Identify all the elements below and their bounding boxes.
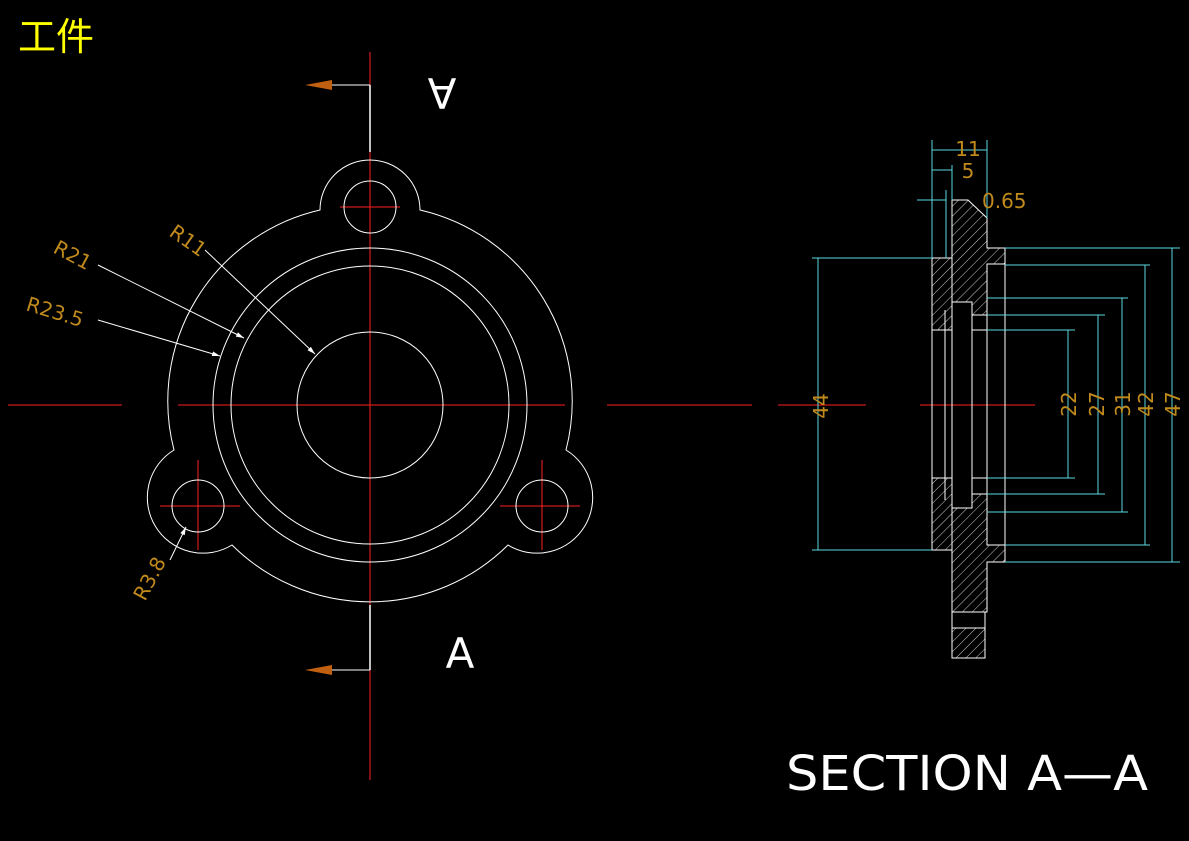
leader-r3-8: [169, 526, 187, 561]
lug-hole-top: [343, 180, 397, 234]
section-cut-top: [305, 80, 371, 152]
dim-5: 5: [962, 159, 975, 183]
flange-outline: [146, 159, 594, 603]
lug-hole-right: [515, 479, 569, 533]
lug-hole-left: [171, 479, 225, 533]
section-label-top: A: [427, 68, 456, 117]
drawing-title: 工件: [18, 15, 95, 59]
dim-0-65: 0.65: [982, 189, 1027, 213]
circle-r21: [230, 265, 510, 545]
section-dimension-lines: [812, 140, 1180, 563]
bore-r11: [296, 331, 444, 479]
section-caption: SECTION A—A: [786, 746, 1148, 802]
section-label-bottom: A: [446, 629, 475, 678]
section-view: 11 5 0.65 44 22 27 31 42 47: [778, 137, 1185, 659]
dim-47: 47: [1161, 391, 1185, 416]
dim-11: 11: [955, 137, 980, 161]
label-r3-8: R3.8: [128, 553, 171, 605]
section-cut-bottom: [305, 605, 371, 675]
leader-r11: [204, 249, 316, 355]
leader-r23-5: [97, 319, 221, 357]
leader-r21: [97, 264, 245, 339]
dim-27: 27: [1085, 391, 1109, 416]
label-r23-5: R23.5: [24, 292, 87, 332]
section-hatch: [931, 199, 1006, 659]
label-r21: R21: [50, 235, 96, 275]
dim-44: 44: [809, 393, 833, 418]
circle-r23-5: [212, 247, 528, 563]
dim-42: 42: [1134, 391, 1158, 416]
dim-22: 22: [1057, 391, 1081, 416]
front-view: A A R11 R21 R23.5 R3.8: [8, 52, 752, 780]
section-outlines: [931, 258, 1006, 628]
dim-31: 31: [1111, 391, 1135, 416]
label-r11: R11: [165, 219, 211, 261]
